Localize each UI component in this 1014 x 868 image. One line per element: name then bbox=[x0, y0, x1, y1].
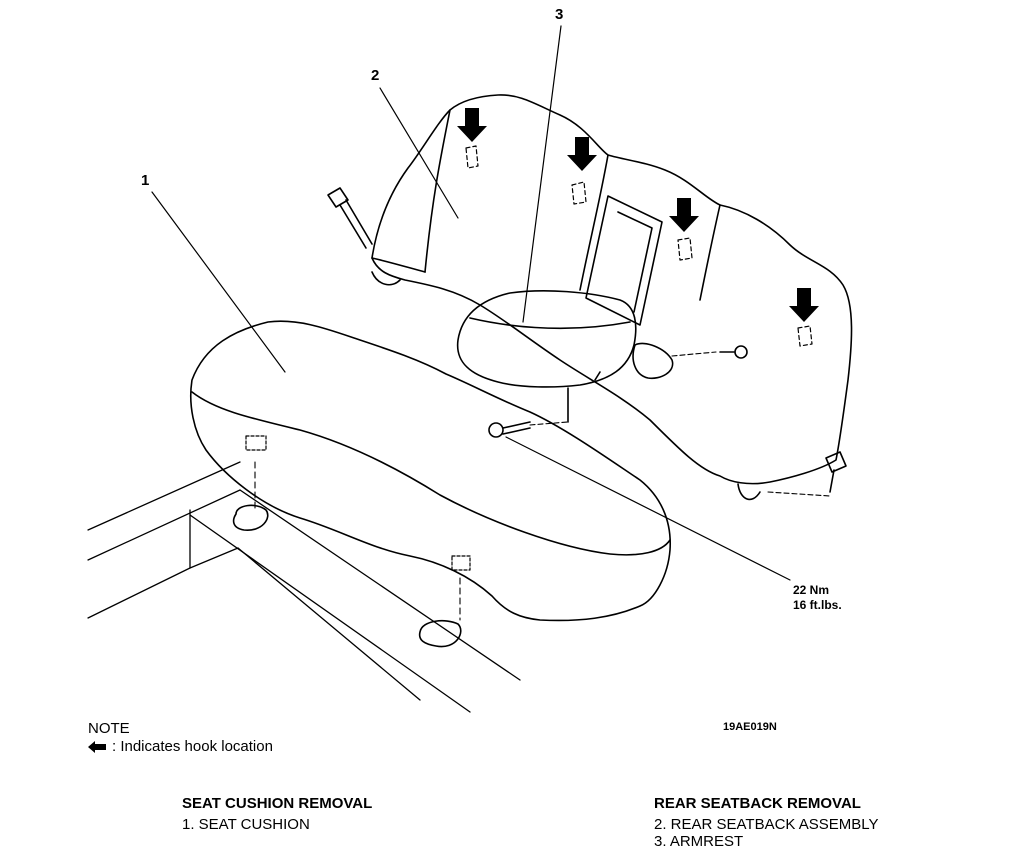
leader-lines bbox=[151, 25, 791, 581]
rear-seatback-removal: REAR SEATBACK REMOVAL 2. REAR SEATBACK A… bbox=[654, 795, 879, 850]
figure-code: 19AE019N bbox=[723, 721, 777, 733]
rear-seatback-removal-heading: REAR SEATBACK REMOVAL bbox=[654, 795, 861, 812]
seat-cushion-removal: SEAT CUSHION REMOVAL 1. SEAT CUSHION bbox=[182, 795, 372, 833]
bolts bbox=[327, 187, 847, 497]
seat-cushion-removal-heading: SEAT CUSHION REMOVAL bbox=[182, 795, 373, 812]
torque-ftlbs: 16 ft.lbs. bbox=[793, 598, 842, 612]
callout-1: 1 bbox=[141, 172, 150, 189]
seat-cushion-removal-item: 1. SEAT CUSHION bbox=[182, 816, 310, 833]
torque-nm: 22 Nm bbox=[793, 583, 830, 597]
left-arrow-icon bbox=[88, 741, 106, 753]
callout-2: 2 bbox=[371, 67, 380, 84]
armrest bbox=[456, 290, 637, 423]
rear-seatback-removal-item: 3. ARMREST bbox=[654, 833, 744, 850]
hook-arrows bbox=[457, 108, 819, 322]
note-text: : Indicates hook location bbox=[112, 738, 273, 755]
note-title: NOTE bbox=[88, 720, 130, 737]
callout-3: 3 bbox=[555, 6, 564, 23]
floor-panel bbox=[87, 461, 521, 713]
seat-cushion bbox=[189, 320, 671, 648]
rear-seatback-assembly bbox=[371, 94, 853, 501]
note-legend: NOTE : Indicates hook location bbox=[88, 720, 273, 756]
rear-seatback-removal-item: 2. REAR SEATBACK ASSEMBLY bbox=[654, 816, 879, 833]
torque-spec: 22 Nm 16 ft.lbs. bbox=[793, 583, 842, 613]
